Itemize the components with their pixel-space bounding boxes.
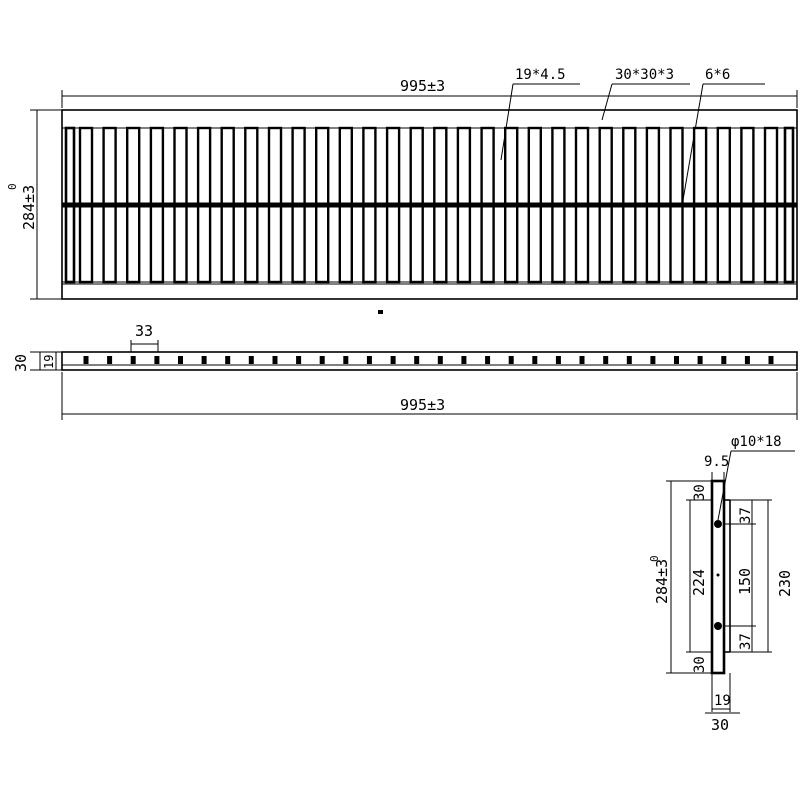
side-tooth [343, 356, 349, 364]
side-length-label: 995±3 [400, 396, 445, 414]
offset-label: 9.5 [704, 454, 729, 470]
side-tooth [555, 356, 561, 364]
plan-width-tol: 0 [6, 183, 19, 190]
bearing-bar-label: 19*4.5 [515, 67, 566, 83]
depth-label: 30 [711, 716, 729, 734]
side-tooth [248, 356, 254, 364]
frame-angle-leader [601, 83, 613, 121]
side-tooth [390, 356, 396, 364]
plan-center-mark [378, 310, 383, 314]
pitch-label: 33 [135, 322, 153, 340]
side-tooth [437, 356, 443, 364]
end-width-label: 284±3 [653, 559, 671, 604]
side-bar-height-box [39, 351, 57, 371]
side-tooth [272, 356, 278, 364]
side-tooth [366, 356, 372, 364]
side-tooth [674, 356, 679, 364]
hole-top-label: 37 [738, 507, 754, 524]
side-tooth [130, 356, 136, 364]
inner-label: 224 [690, 569, 708, 596]
side-tooth [697, 356, 703, 364]
bottom-flange-label: 30 [692, 656, 708, 673]
plan-width-label: 284±3 [20, 185, 38, 230]
hole-bottom [714, 622, 722, 630]
side-tooth [319, 356, 325, 364]
hole-label: φ10*18 [731, 434, 782, 450]
side-tooth [201, 356, 207, 364]
overall-label: 230 [776, 570, 794, 597]
side-bar-height-label: 19 [42, 355, 56, 369]
side-tooth [768, 356, 774, 364]
side-tooth [461, 356, 467, 364]
frame-angle-label: 30*30*3 [615, 67, 674, 83]
side-tooth [485, 356, 491, 364]
hole-bottom-label: 37 [738, 633, 754, 650]
bar-label: 19 [714, 693, 731, 709]
plan-view: 995±3 19*4.5 30*30*3 6*6 284±3 0 [6, 67, 798, 314]
side-height-label: 30 [12, 354, 30, 372]
side-tooth [532, 356, 538, 364]
side-tooth [178, 356, 183, 364]
side-tooth [154, 356, 160, 364]
side-tooth [83, 356, 89, 364]
plan-length-label: 995±3 [400, 77, 445, 95]
side-tooth [650, 356, 656, 364]
side-tooth [296, 356, 302, 364]
top-flange-label: 30 [692, 484, 708, 501]
center-dot [716, 573, 720, 577]
end-width-tol: 0 [648, 555, 661, 562]
side-tooth [603, 356, 609, 364]
side-tooth [107, 356, 113, 364]
bearing-bar-leader [500, 83, 514, 161]
side-body [61, 351, 798, 371]
hole-spacing-label: 150 [736, 568, 754, 595]
end-view: φ10*18 9.5 284±3 0 224 30 30 230 [648, 434, 795, 734]
side-tooth [579, 356, 585, 364]
side-tooth [414, 356, 420, 364]
side-teeth [83, 356, 774, 364]
side-tooth [626, 356, 632, 364]
cross-bar-label: 6*6 [705, 67, 730, 83]
side-tooth [744, 356, 750, 364]
side-tooth [225, 356, 231, 364]
side-tooth [721, 356, 727, 364]
side-view: 33 30 19 995±3 [12, 322, 798, 420]
side-tooth [508, 356, 514, 364]
hole-top [714, 520, 722, 528]
end-profile-body [710, 479, 726, 675]
